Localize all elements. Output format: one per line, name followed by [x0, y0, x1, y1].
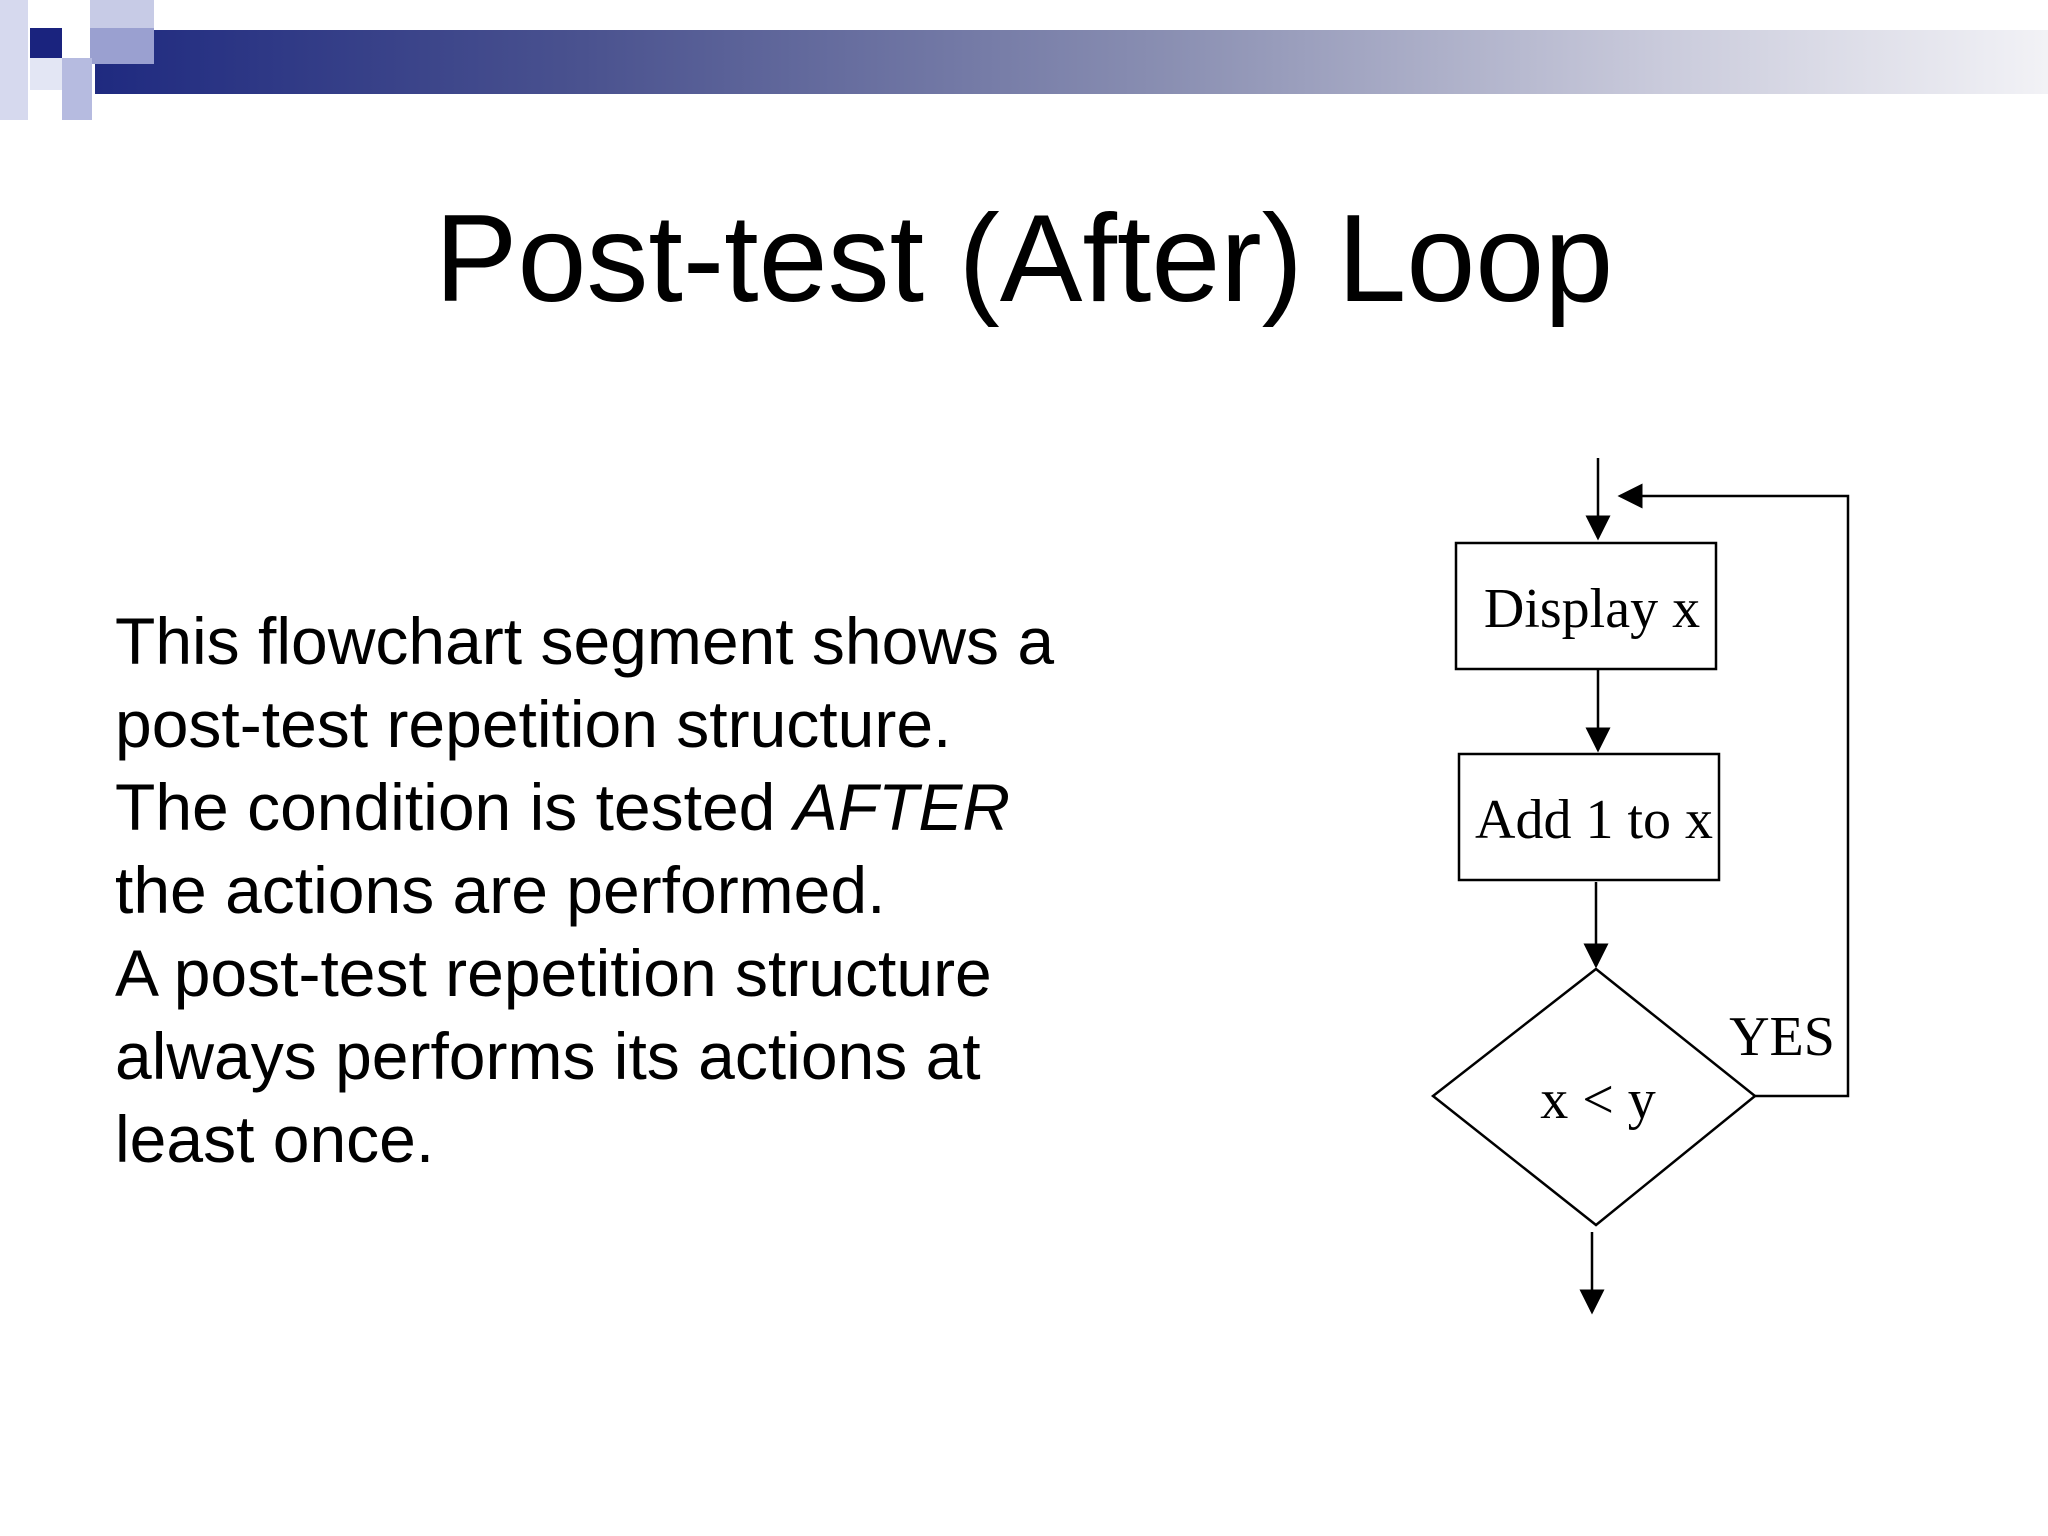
body-line-prefix: The condition is tested	[115, 770, 794, 844]
process-box-add	[1457, 752, 1721, 882]
body-line: least once.	[115, 1102, 435, 1176]
decor-square	[90, 28, 154, 64]
decor-square	[90, 0, 154, 28]
slide-title: Post-test (After) Loop	[434, 190, 1614, 328]
body-line: always performs its actions at	[115, 1019, 981, 1093]
body-line: post-test repetition structure.	[115, 687, 952, 761]
process-box-display-label: Display x	[1484, 578, 1700, 640]
body-line: The condition is tested AFTER	[115, 766, 1165, 849]
header-gradient-band	[95, 30, 2048, 94]
decor-square-dark	[30, 28, 62, 58]
loop-back-line	[1617, 483, 1850, 1098]
body-emphasis: AFTER	[793, 770, 1011, 844]
decor-square	[62, 58, 92, 120]
decision-label: x < y	[1540, 1069, 1656, 1131]
decor-square	[30, 58, 62, 90]
decision-diamond	[1430, 967, 1757, 1227]
body-text: This flowchart segment shows a post-test…	[115, 600, 1165, 1181]
process-box-add-label: Add 1 to x	[1475, 789, 1713, 851]
body-line: the actions are performed.	[115, 853, 886, 927]
yes-label: YES	[1729, 1006, 1835, 1068]
body-line: A post-test repetition structure	[115, 936, 992, 1010]
body-line: This flowchart segment shows a	[115, 604, 1055, 678]
process-box-display	[1454, 541, 1718, 671]
decor-square	[0, 0, 28, 120]
